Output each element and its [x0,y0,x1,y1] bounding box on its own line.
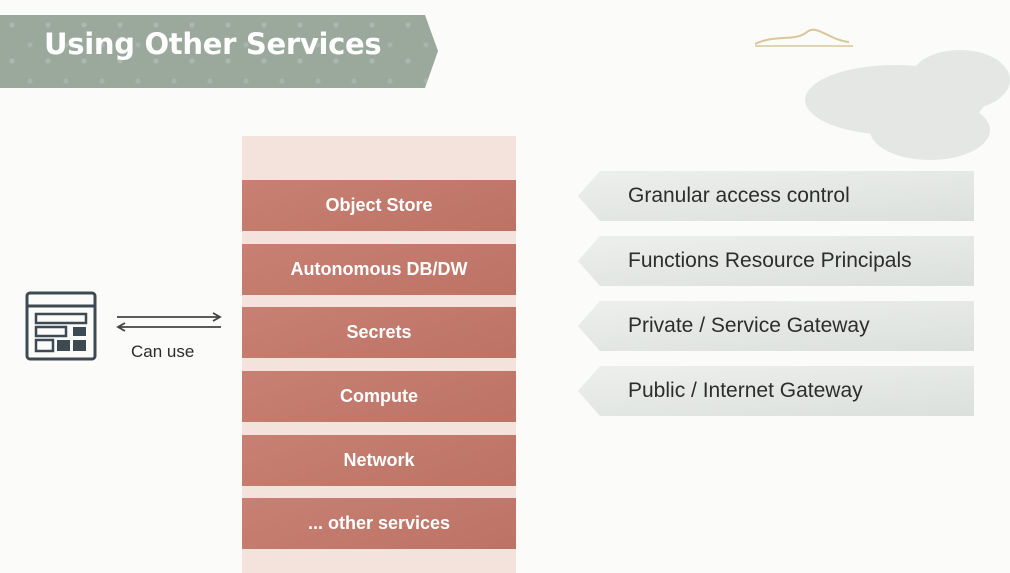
service-object-store: Object Store [242,180,516,231]
service-compute: Compute [242,371,516,422]
feature-tag-resource-principals [578,236,974,286]
feature-tag-internet-gateway [578,366,974,416]
service-network: Network [242,435,516,486]
title-banner [0,15,438,88]
feature-functions-resource-principals: Functions Resource Principals [628,249,912,272]
service-autonomous-db: Autonomous DB/DW [242,244,516,295]
feature-private-service-gateway: Private / Service Gateway [628,314,870,337]
app-window-icon [25,291,97,361]
feature-tag-access-control [578,171,974,221]
feature-granular-access-control: Granular access control [628,184,850,207]
bidirectional-arrow-icon [116,312,222,332]
slide-title: Using Other Services [44,27,382,61]
feature-public-internet-gateway: Public / Internet Gateway [628,379,863,402]
can-use-label: Can use [131,342,195,361]
service-secrets: Secrets [242,307,516,358]
feature-tag-service-gateway [578,301,974,351]
service-other: ... other services [242,498,516,549]
decorative-landscape-graphic [754,28,1010,160]
